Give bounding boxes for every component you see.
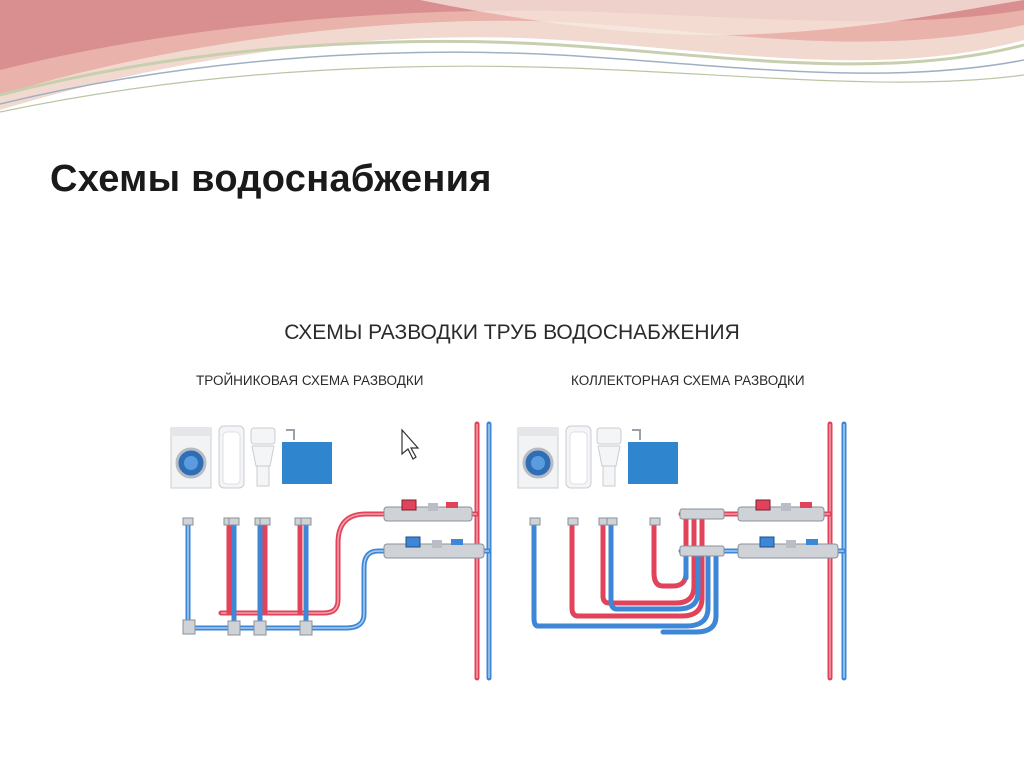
mouse-cursor-icon xyxy=(401,428,420,460)
collector-scheme-label: КОЛЛЕКТОРНАЯ СХЕМА РАЗВОДКИ xyxy=(571,373,805,388)
washing-machine-icon xyxy=(517,427,559,489)
collector-fittings xyxy=(529,508,725,557)
bathtub-icon xyxy=(565,425,592,489)
washing-machine-icon xyxy=(170,427,212,489)
tee-scheme-label: ТРОЙНИКОВАЯ СХЕМА РАЗВОДКИ xyxy=(196,373,424,388)
sink-icon xyxy=(282,429,332,484)
toilet-icon xyxy=(250,427,276,487)
tee-fittings xyxy=(182,517,313,636)
diagram-graphics: .hot { stroke: #e0435a; stroke-width: 5;… xyxy=(170,421,847,681)
hot-water-meter-assembly xyxy=(383,499,473,522)
diagram-title: СХЕМЫ РАЗВОДКИ ТРУБ ВОДОСНАБЖЕНИЯ xyxy=(284,321,740,344)
sink-icon xyxy=(628,429,678,484)
cold-water-meter-assembly xyxy=(737,536,839,559)
cold-water-meter-assembly xyxy=(383,536,485,559)
toilet-icon xyxy=(596,427,622,487)
pipe-routing-diagram: .hot { stroke: #e0435a; stroke-width: 5;… xyxy=(166,318,858,690)
slide-title: Схемы водоснабжения xyxy=(50,158,492,200)
hot-water-meter-assembly xyxy=(737,499,825,522)
header-wave-decoration xyxy=(0,0,1024,113)
bathtub-icon xyxy=(218,425,245,489)
